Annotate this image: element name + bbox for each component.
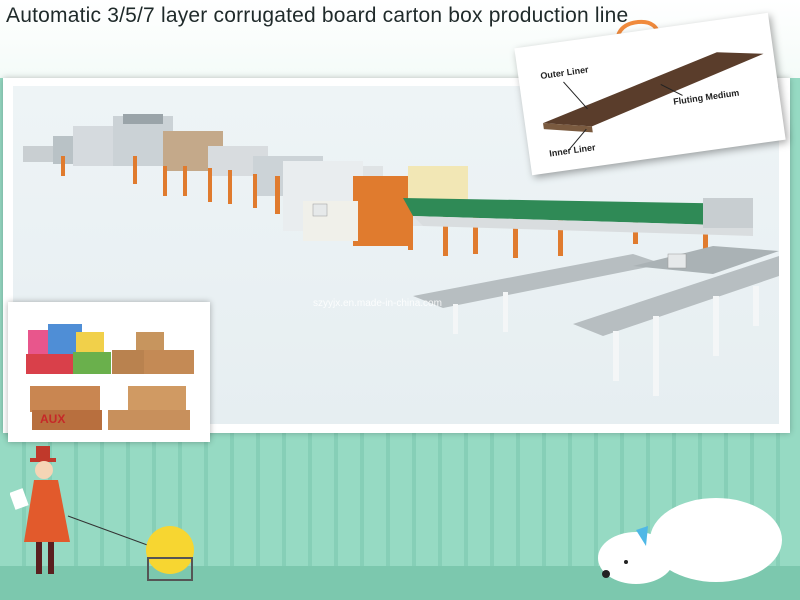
carton-box bbox=[26, 354, 76, 374]
conveyor-legs bbox=[453, 286, 759, 396]
carton-box bbox=[108, 410, 190, 430]
carton-box bbox=[128, 386, 186, 414]
carton-box bbox=[73, 352, 111, 374]
carton-box bbox=[30, 386, 100, 412]
aux-carton-box: AUX bbox=[32, 410, 102, 430]
production-line-illustration bbox=[23, 114, 779, 396]
carton-box bbox=[144, 350, 194, 374]
cartoon-polar-bear bbox=[598, 498, 782, 584]
stacker-conveyor bbox=[403, 198, 753, 236]
control-panels bbox=[312, 203, 687, 269]
board-layers-illustration bbox=[543, 52, 764, 151]
corrugated-board-diagram: Outer Liner Fluting Medium Inner Liner bbox=[514, 12, 786, 176]
carton-box bbox=[136, 332, 164, 352]
cartoon-man-with-cart bbox=[10, 446, 194, 581]
watermark-text: szyyjx.en.made-in-china.com bbox=[313, 298, 442, 309]
carton-box bbox=[112, 350, 146, 374]
carton-boxes-photo: AUX bbox=[8, 302, 210, 442]
roller-conveyors bbox=[413, 246, 779, 336]
page-title: Automatic 3/5/7 layer corrugated board c… bbox=[6, 4, 629, 27]
